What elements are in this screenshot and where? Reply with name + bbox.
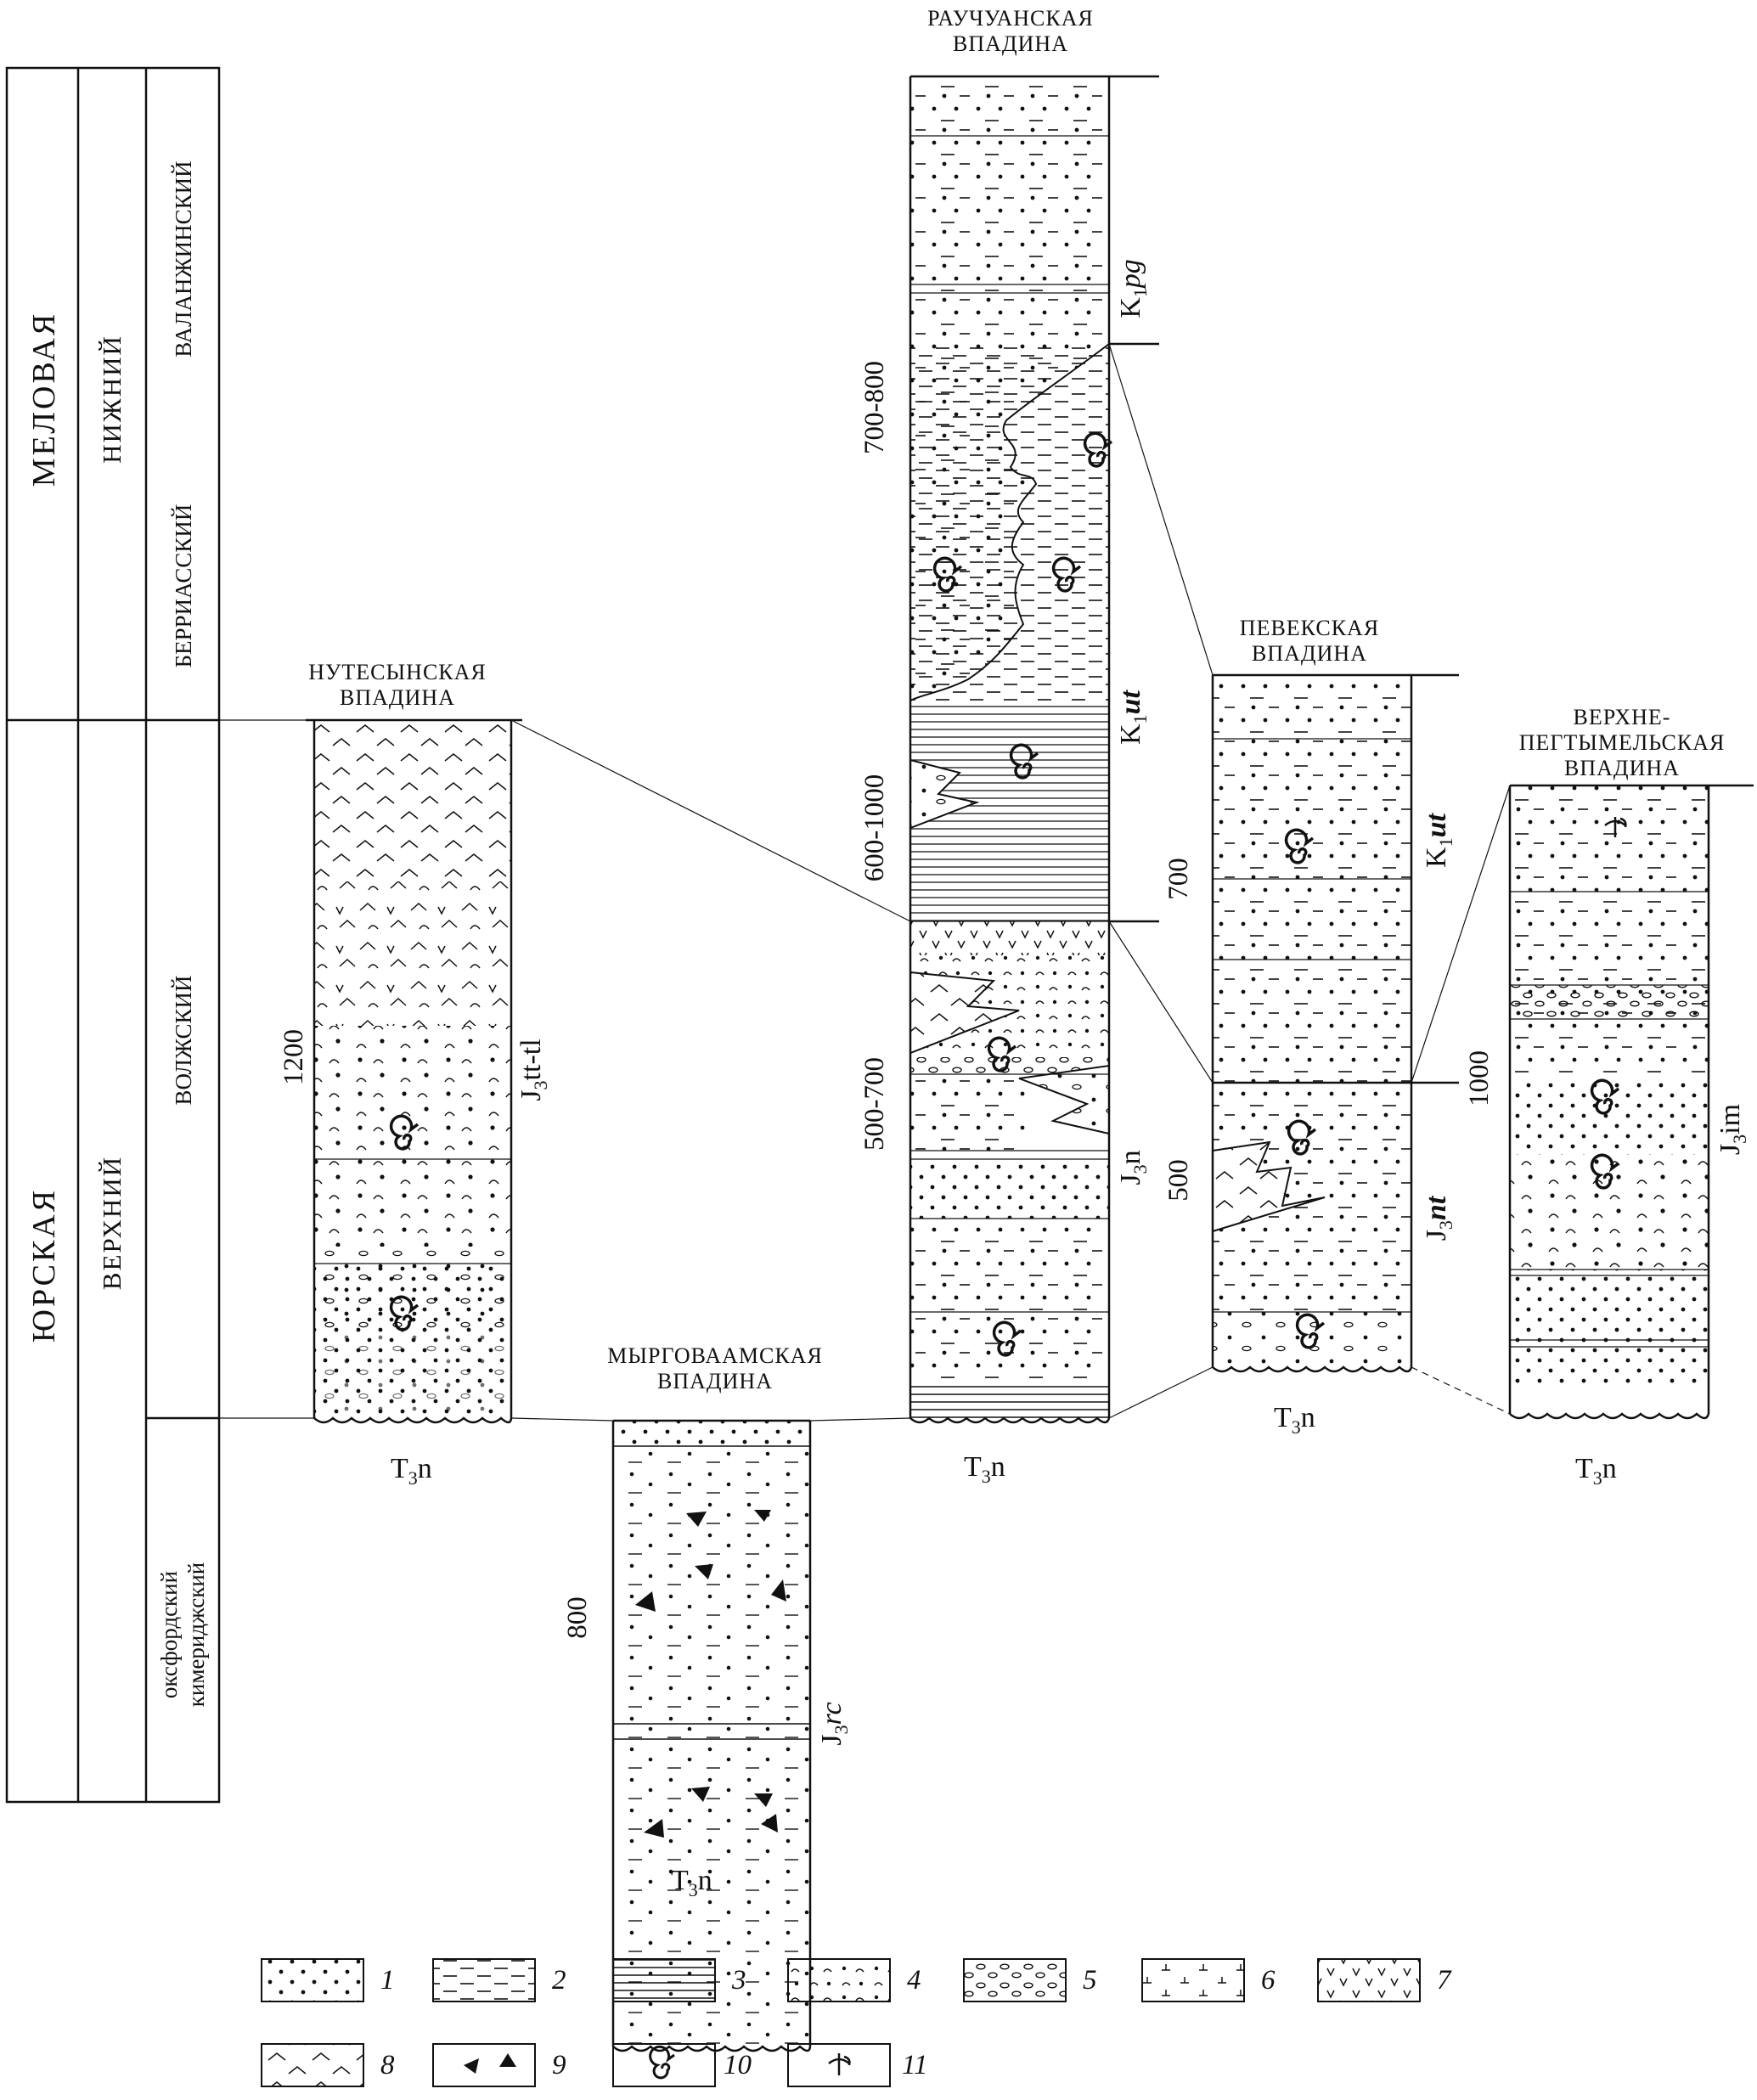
legend-item-5: 5 bbox=[963, 1958, 1097, 2002]
column-title: ВПАДИНА bbox=[1252, 641, 1367, 666]
unit-index: J3tt-tl bbox=[515, 1039, 551, 1101]
unit-index: K1ut bbox=[1421, 812, 1456, 867]
legend-label: 2 bbox=[552, 1965, 566, 1996]
fossil-marks bbox=[389, 431, 1620, 1357]
base-index: T3n bbox=[391, 1453, 432, 1489]
legend-item-10: 10 bbox=[612, 2043, 752, 2087]
legend-item-2: 2 bbox=[432, 1958, 566, 2002]
thickness-label: 1000 bbox=[1464, 1050, 1495, 1106]
legend-item-8: 8 bbox=[261, 2043, 395, 2087]
column-myrgovaam: МЫРГОВААМСКАЯ ВПАДИНА 800 J3rc T3n bbox=[562, 1343, 852, 2052]
legend-label: 7 bbox=[1437, 1965, 1452, 1996]
base-index: T3n bbox=[1274, 1402, 1315, 1438]
stage-valanginian: ВАЛАНЖИНСКИЙ bbox=[171, 160, 196, 357]
unit-index: J3rc bbox=[816, 1702, 852, 1745]
strat-scale: МЕЛОВАЯ ЮРСКАЯ НИЖНИЙ ВЕРХНИЙ ВАЛАНЖИНСК… bbox=[5, 66, 314, 1804]
base-index: T3n bbox=[671, 1865, 712, 1900]
legend: 1 2 3 4 5 6 7 8 bbox=[261, 1958, 1452, 2087]
legend-label: 1 bbox=[380, 1965, 395, 1996]
thickness-label: 700 bbox=[1163, 858, 1194, 900]
column-title: РАУЧУАНСКАЯ bbox=[927, 6, 1094, 31]
column-rauchuan: РАУЧУАНСКАЯ ВПАДИНА bbox=[859, 6, 1159, 1487]
legend-label: 5 bbox=[1083, 1965, 1097, 1996]
column-verkhnepegtym: ВЕРХНЕ- ПЕГТЫМЕЛЬСКАЯ ВПАДИНА 1000 J3im … bbox=[1464, 705, 1754, 1489]
legend-label: 6 bbox=[1261, 1965, 1276, 1996]
base-index: T3n bbox=[1575, 1453, 1617, 1489]
unit-index: J3n bbox=[1115, 1150, 1151, 1185]
column-nutesyn: НУТЕСЫНСКАЯ ВПАДИНА 1200 J3tt-tl T3n bbox=[279, 660, 551, 1489]
column-title: НУТЕСЫНСКАЯ bbox=[308, 660, 487, 684]
column-pevek: ПЕВЕКСКАЯ ВПАДИНА 700 500 K1ut J3nt T3n bbox=[1163, 616, 1459, 1438]
unit-index: J3im bbox=[1715, 1104, 1750, 1155]
unit-index: K1ut bbox=[1115, 689, 1151, 744]
legend-label: 9 bbox=[552, 2050, 566, 2080]
base-index: T3n bbox=[964, 1451, 1005, 1487]
legend-label: 4 bbox=[907, 1965, 921, 1996]
legend-label: 3 bbox=[731, 1965, 746, 1996]
unit-index: J3nt bbox=[1421, 1195, 1456, 1241]
legend-item-3: 3 bbox=[612, 1958, 746, 2002]
triangle-marks bbox=[635, 1510, 786, 1838]
legend-item-4: 4 bbox=[787, 1958, 921, 2002]
stage-kimmeridgian: кимериджский bbox=[183, 1562, 209, 1708]
series-lower: НИЖНИЙ bbox=[97, 335, 127, 464]
unit-index: K1pg bbox=[1115, 259, 1151, 318]
legend-item-7: 7 bbox=[1317, 1958, 1452, 2002]
legend-label: 10 bbox=[724, 2050, 752, 2080]
legend-item-1: 1 bbox=[261, 1958, 395, 2002]
column-title: ВПАДИНА bbox=[657, 1369, 773, 1393]
column-title: МЫРГОВААМСКАЯ bbox=[607, 1343, 823, 1368]
column-title: ПЕВЕКСКАЯ bbox=[1240, 616, 1379, 640]
stage-berriasian: БЕРРИАССКИЙ bbox=[171, 504, 196, 668]
legend-item-11: 11 bbox=[787, 2043, 928, 2087]
thickness-label: 600-1000 bbox=[859, 774, 890, 882]
legend-label: 8 bbox=[380, 2050, 395, 2080]
stage-volgian: ВОЛЖСКИЙ bbox=[171, 975, 196, 1105]
column-title: ВПАДИНА bbox=[953, 31, 1068, 56]
system-jurassic: ЮРСКАЯ bbox=[26, 1188, 62, 1343]
thickness-label: 1200 bbox=[279, 1029, 309, 1085]
thickness-label: 500 bbox=[1163, 1159, 1194, 1202]
system-cretaceous: МЕЛОВАЯ bbox=[26, 312, 62, 487]
column-title: ВПАДИНА bbox=[1564, 756, 1680, 780]
correlation-lines bbox=[510, 343, 1511, 1422]
thickness-label: 700-800 bbox=[859, 361, 890, 454]
column-title: ПЕГТЫМЕЛЬСКАЯ bbox=[1519, 730, 1726, 755]
legend-label: 11 bbox=[902, 2050, 928, 2080]
series-upper: ВЕРХНИЙ bbox=[97, 1156, 127, 1290]
plant-mark bbox=[1604, 817, 1627, 837]
legend-item-6: 6 bbox=[1141, 1958, 1276, 2002]
thickness-label: 800 bbox=[562, 1596, 593, 1639]
stage-oxfordian: оксфордский bbox=[156, 1571, 182, 1698]
thickness-label: 500-700 bbox=[859, 1057, 890, 1151]
legend-item-9: 9 bbox=[432, 2043, 566, 2087]
column-title: ВПАДИНА bbox=[340, 685, 455, 710]
column-title: ВЕРХНЕ- bbox=[1574, 705, 1671, 729]
